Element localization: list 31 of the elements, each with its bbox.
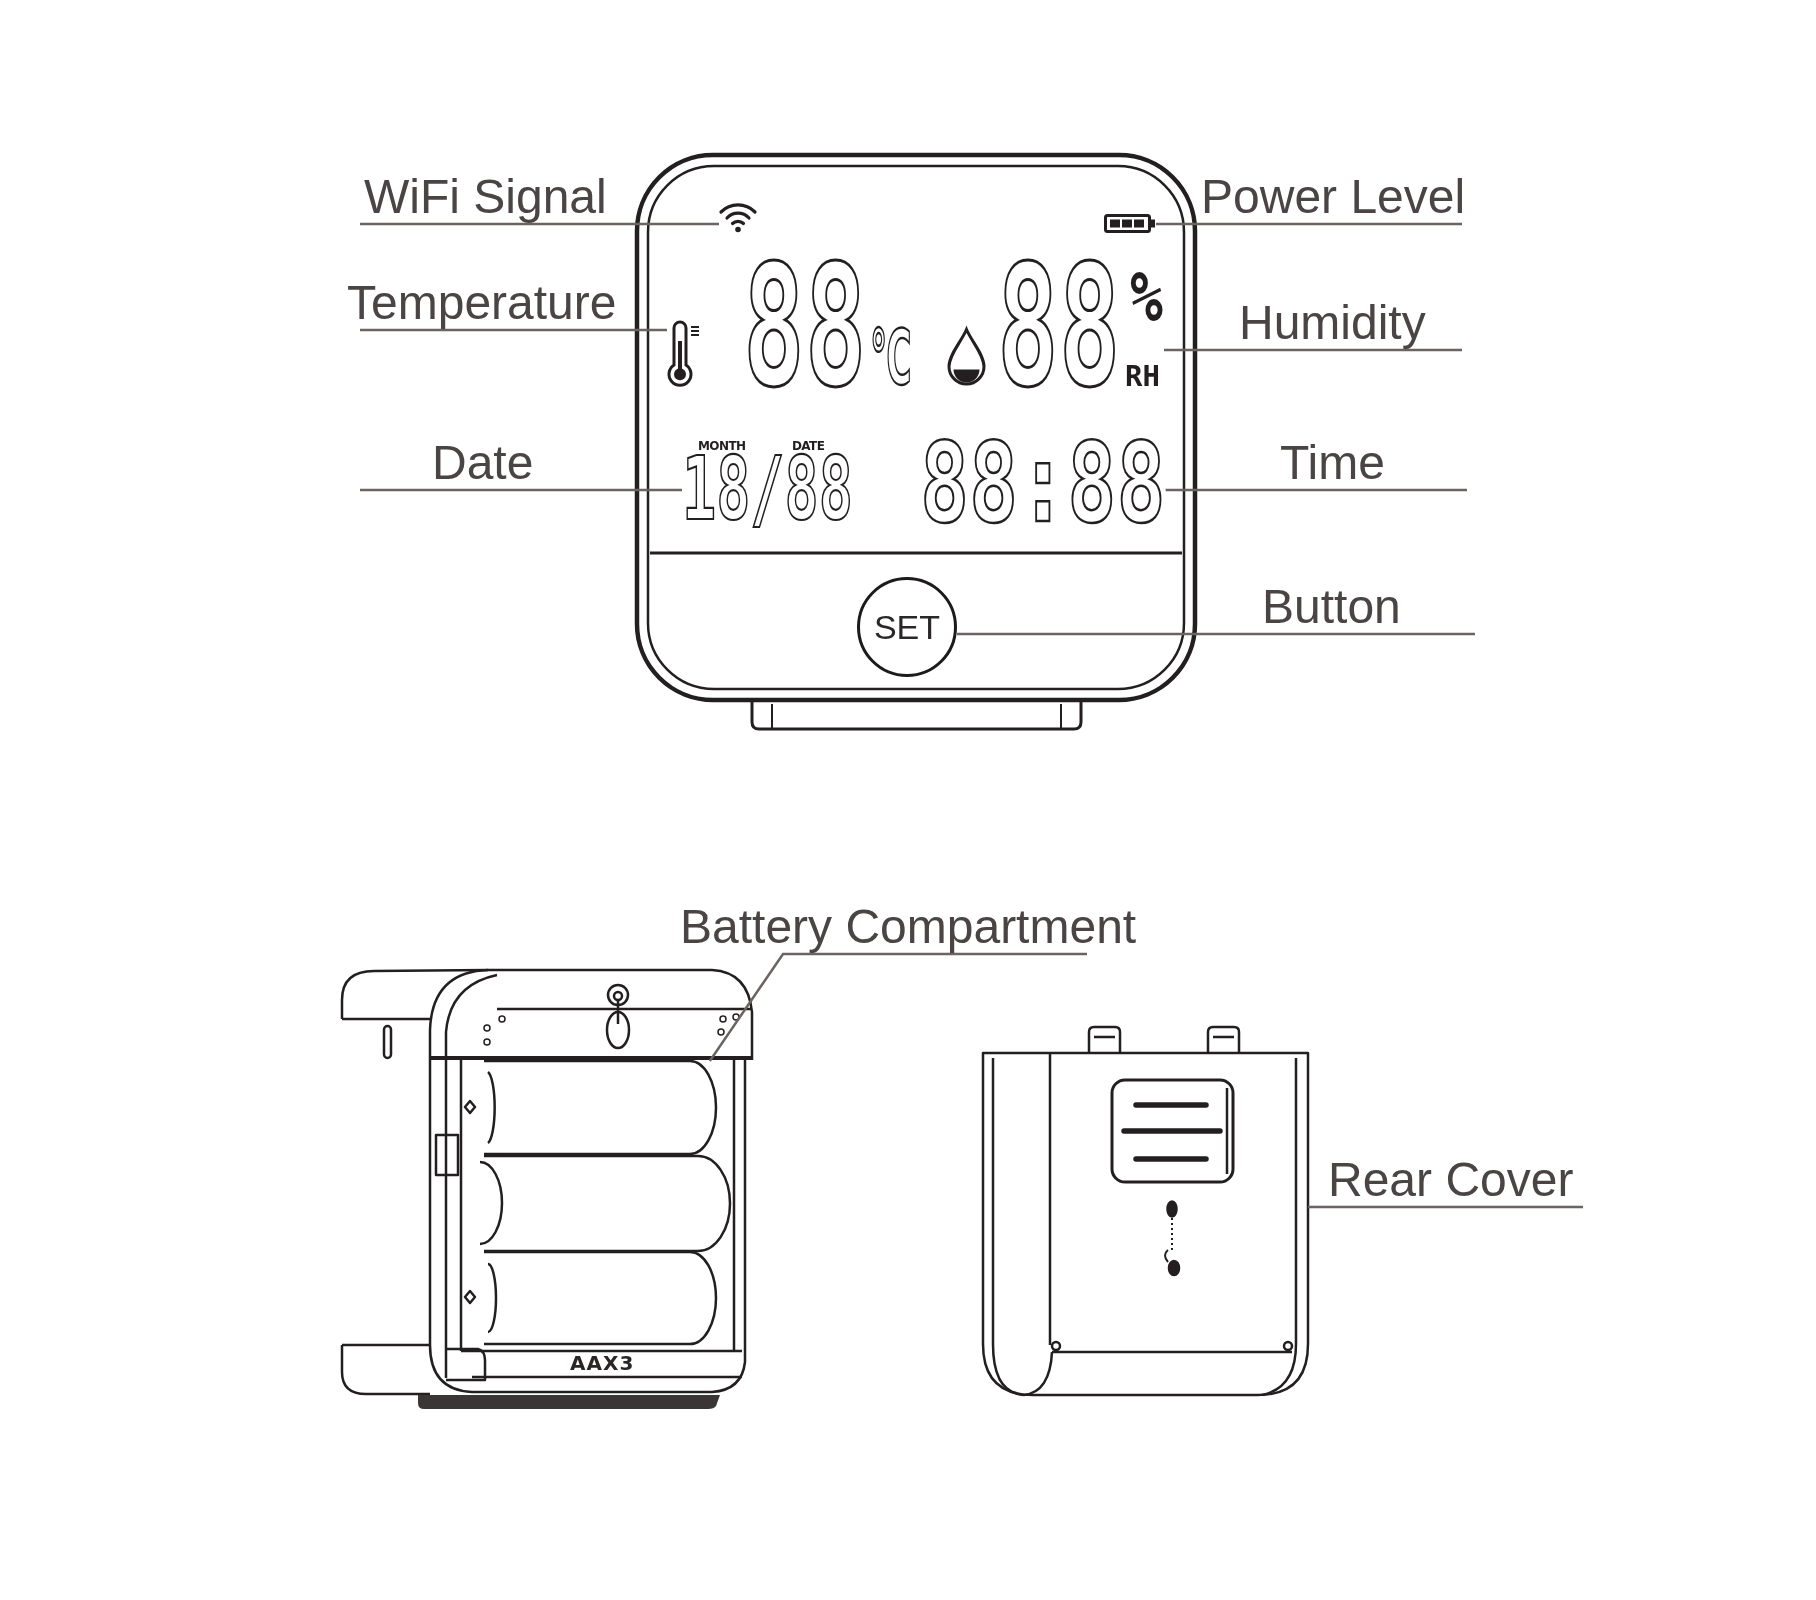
leader-line [358,328,667,332]
leader-line [957,632,1477,636]
part-label: Humidity [1239,296,1426,350]
leader-line [1165,488,1469,492]
thermometer-icon [667,320,700,388]
lcd-caption: MONTH [698,440,746,452]
lcd-caption: DATE [792,440,825,452]
battery-level-icon [1104,214,1156,233]
rear-cover-drawing [981,1025,1310,1397]
unit-symbol: ℃ [870,326,912,391]
battery-cells [479,1059,732,1346]
leader-line [708,952,1089,1062]
leader-line [358,222,719,226]
part-label: Date [432,436,534,490]
lcd-unit: % [1130,268,1163,328]
leader-line [1164,348,1464,352]
part-label: Rear Cover [1328,1153,1574,1207]
part-label: Temperature [347,276,617,330]
leader-line [1156,222,1464,226]
lcd-digits: 88:88 [920,440,1166,527]
part-label: Time [1280,436,1385,490]
part-label: WiFi Signal [364,170,607,224]
wifi-icon [719,203,757,233]
leader-line [1308,1205,1585,1209]
battery-size-marking: AAX3 [570,1353,635,1373]
part-label: Button [1262,580,1401,634]
part-label: Power Level [1201,170,1466,224]
part-label: Battery Compartment [680,900,1137,954]
leader-line [358,488,682,492]
lcd-unit: RH [1125,364,1160,389]
set-button: SET [857,577,957,677]
